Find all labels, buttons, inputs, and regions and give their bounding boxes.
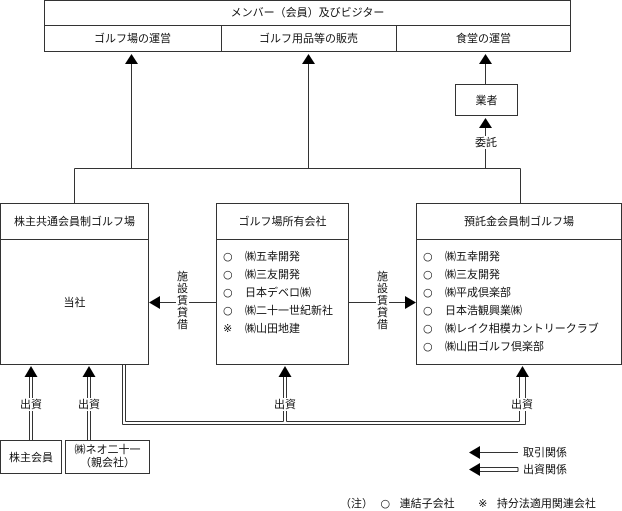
list-item: ○㈱三友開発: [223, 268, 300, 281]
parent-company-box: [65, 440, 150, 474]
contractor-label: 業者: [475, 94, 498, 107]
equity-method-mark: ※: [478, 497, 488, 510]
shareholder-members-box: [0, 440, 62, 474]
outsourcing-label: 委託: [470, 136, 502, 149]
owner-companies-box: [216, 203, 349, 365]
arrow-up-contractor: [479, 118, 492, 128]
legend-transaction-arrow: [469, 446, 480, 459]
arrow-up-golf-goods: [302, 54, 315, 64]
arrow-up-invest-members: [24, 366, 38, 377]
parent-company-note: （親会社）: [80, 456, 135, 469]
arrow-up-invest-owner: [278, 366, 292, 377]
legend-investment-label: 出資関係: [523, 463, 567, 476]
shareholder-club-title: 株主共通会員制ゴルフ場: [14, 215, 135, 228]
arrow-up-cafeteria: [479, 54, 492, 64]
legend-transaction-label: 取引関係: [523, 446, 567, 459]
contractor-box: [455, 84, 518, 116]
deposit-club-title: 預託金会員制ゴルフ場: [464, 215, 574, 228]
shareholder-club-box: [0, 203, 149, 365]
consolidated-mark: ○: [380, 497, 391, 510]
arrow-left-lease: [149, 296, 160, 309]
list-item: ○㈱五幸開発: [223, 250, 300, 263]
arrow-up-golf-ops: [125, 54, 138, 64]
deposit-club-box: [416, 203, 622, 365]
arrow-up-invest-deposit: [516, 366, 529, 377]
list-item: ○日本デベロ㈱: [223, 286, 311, 299]
list-item: ○㈱三友開発: [423, 268, 500, 281]
service-golf-ops: ゴルフ場の運営: [94, 32, 171, 45]
parent-company-name: ㈱ネオ二十一: [74, 443, 141, 456]
service-golf-goods: ゴルフ用品等の販売: [259, 32, 358, 45]
shareholder-members-label: 株主会員: [9, 451, 53, 464]
list-item: ※㈱山田地建: [223, 322, 300, 335]
list-item: ○㈱二十一世紀新社: [223, 304, 333, 317]
investment-label-parent: 出資: [77, 398, 101, 411]
note: （注） ○ 連結子会社 ※ 持分法適用関連会社: [340, 497, 596, 510]
list-item: ○㈱五幸開発: [423, 250, 500, 263]
arrow-up-invest-parent: [82, 366, 96, 377]
arrow-right-lease: [405, 296, 416, 309]
list-item: ○日本浩観興業㈱: [423, 304, 522, 317]
lease-label-right: 施設賃貸借: [376, 270, 389, 331]
customers-title: メンバー（会員）及びビジター: [230, 6, 385, 19]
legend-investment-arrow: [469, 463, 480, 476]
list-item: ○㈱山田ゴルフ倶楽部: [423, 340, 544, 353]
owner-companies-title: ゴルフ場所有会社: [238, 215, 327, 228]
investment-label-members: 出資: [19, 398, 43, 411]
our-company-label: 当社: [63, 296, 86, 309]
list-item: ○㈱レイク相模カントリークラブ: [423, 322, 599, 335]
lease-label-left: 施設賃貸借: [176, 270, 189, 331]
investment-label-deposit: 出資: [510, 398, 534, 411]
list-item: ○㈱平成倶楽部: [423, 286, 511, 299]
investment-label-owner: 出資: [273, 398, 297, 411]
service-cafeteria: 食堂の運営: [456, 32, 511, 45]
